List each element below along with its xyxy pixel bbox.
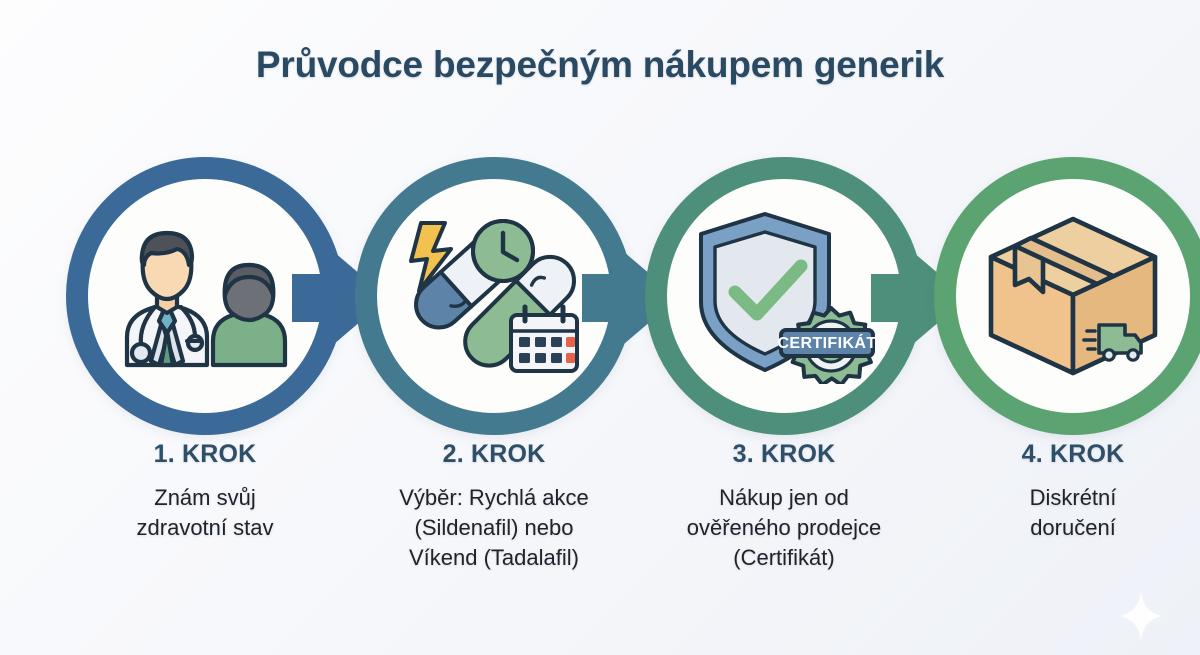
step-circle-4 bbox=[934, 157, 1200, 435]
arrow-step-2-to-3 bbox=[578, 244, 686, 352]
step-label-3: 3. KROK bbox=[732, 440, 836, 468]
delivery-box-icon bbox=[956, 179, 1190, 413]
step-label-4: 4. KROK bbox=[1021, 440, 1125, 468]
pills-clock-calendar-icon bbox=[377, 179, 611, 413]
shield-check-certificate-icon: CERTIFIKÁT bbox=[667, 179, 901, 413]
certificate-badge-label: CERTIFIKÁT bbox=[777, 333, 875, 352]
arrow-step-3-to-4 bbox=[867, 244, 975, 352]
arrow-step-1-to-2 bbox=[288, 244, 396, 352]
step-caption-2: 2. KROK Výběr: Rychlá akce(Sildenafil) n… bbox=[344, 440, 644, 573]
step-label-2: 2. KROK bbox=[442, 440, 546, 468]
doctor-patient-icon bbox=[88, 179, 322, 413]
page-title: Průvodce bezpečným nákupem generik bbox=[255, 44, 945, 85]
step-label-1: 1. KROK bbox=[153, 440, 257, 468]
sparkle-icon bbox=[1120, 592, 1162, 640]
